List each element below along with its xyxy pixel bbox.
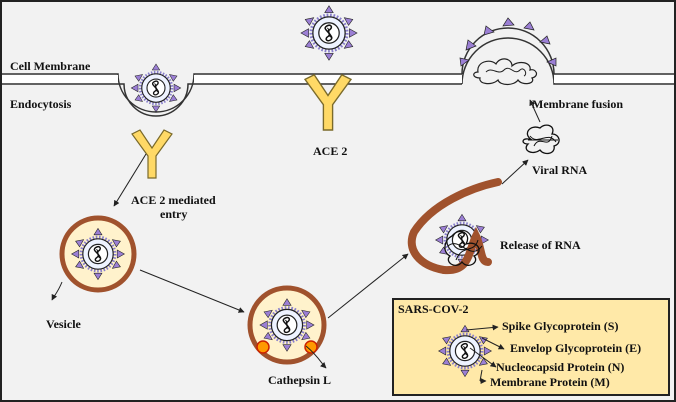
label-endocytosis: Endocytosis [10,97,72,111]
rna-release-virus [407,178,502,275]
vesicle-pointer [51,281,63,301]
process-arrows [113,99,541,319]
cell-membrane [2,27,674,117]
legend-item-spike: Spike Glycoprotein (S) [502,319,618,333]
cathepsin-pointer [305,345,327,369]
membrane-fusion-virus [459,17,557,86]
label-release-of-rna: Release of RNA [500,238,581,252]
legend-item-nucleocapsid: Nucleocapsid Protein (N) [496,360,624,374]
legend-box: SARS-COV-2 Spike Glycoprotein (S) Envelo… [392,298,670,396]
legend-item-envelop: Envelop Glycoprotein (E) [510,341,641,355]
label-viral-rna: Viral RNA [532,163,588,177]
label-cathepsin-l: Cathepsin L [268,373,331,387]
vesicle [59,215,137,293]
legend-title: SARS-COV-2 [398,302,468,316]
cathepsin-vesicle [247,285,327,365]
label-cell-membrane: Cell Membrane [10,59,91,73]
viral-rna-tangle [522,124,560,155]
label-vesicle: Vesicle [46,317,82,331]
label-ace2-entry-line1: ACE 2 mediated [131,193,216,207]
legend-item-membrane: Membrane Protein (M) [490,375,610,389]
label-ace2-entry-line2: entry [160,207,187,221]
label-ace2: ACE 2 [313,144,347,158]
label-membrane-fusion: Membrane fusion [532,97,623,111]
